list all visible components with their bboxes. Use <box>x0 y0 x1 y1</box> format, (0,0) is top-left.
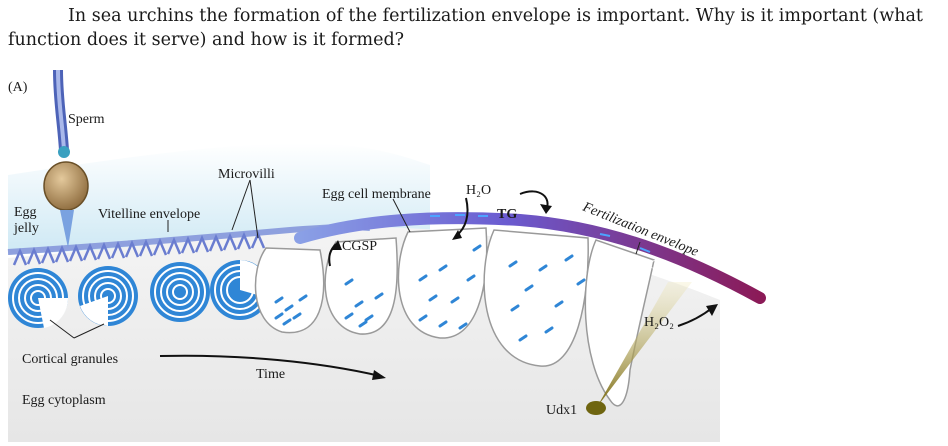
envelope-dashes <box>430 214 651 253</box>
cortical-granule-3 <box>150 262 210 322</box>
vitelline-envelope-label: Vitelline envelope <box>98 207 200 222</box>
egg-cytoplasm-label: Egg cytoplasm <box>22 393 106 408</box>
h2o2-label: H₂O₂ <box>644 315 674 330</box>
sperm <box>43 69 89 248</box>
granule-contents <box>274 244 586 342</box>
fertilization-envelope-diagram: (A) <box>0 69 948 442</box>
microvilli-row <box>12 230 266 266</box>
egg-jelly-label-line1: Egg <box>14 205 37 220</box>
arrowheads <box>332 204 718 380</box>
udx1-label: Udx1 <box>546 403 577 418</box>
cortical-granule-2 <box>78 266 138 326</box>
egg-cell-membrane-label: Egg cell membrane <box>322 187 431 202</box>
cortical-granules-label: Cortical granules <box>22 352 118 367</box>
h2o-label: H₂O <box>466 183 491 198</box>
time-label: Time <box>256 367 285 382</box>
egg-jelly-label-line2: jelly <box>13 221 39 236</box>
cortical-granule-1 <box>8 268 69 328</box>
microvilli-label: Microvilli <box>218 167 275 182</box>
leader-lines <box>49 179 641 339</box>
sperm-label: Sperm <box>68 112 105 127</box>
udx1-beam <box>597 282 692 407</box>
fertilization-envelope-band <box>294 212 766 304</box>
udx1-enzyme <box>586 401 606 415</box>
exocytosis-pockets <box>254 227 655 407</box>
question-text: In sea urchins the formation of the fert… <box>8 6 923 50</box>
tg-label: TG <box>497 207 517 222</box>
panel-label: (A) <box>8 80 28 95</box>
cgsp-label: CGSP <box>342 239 377 254</box>
